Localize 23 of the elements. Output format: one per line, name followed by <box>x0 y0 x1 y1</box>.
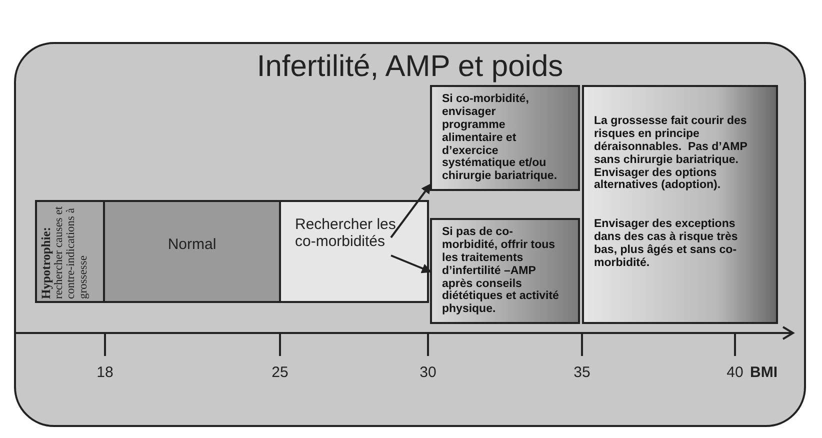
advice-text: La grossesse fait courir des risques en principe déraisonnables. Pas d’AMP sans chirurgie bariatrique. Envisager des options alternatives (adoption). <box>594 115 748 192</box>
heading-text: Hypotrophie: <box>40 226 54 299</box>
advice-box <box>430 85 580 191</box>
tick-label: 40 <box>726 364 744 381</box>
advice-box <box>430 218 580 324</box>
tick-label: 18 <box>96 364 114 381</box>
body-text: rechercher causes et contre-indications à grossesse <box>53 205 90 299</box>
advice-text: Si co-morbidité, envisager programme alimentaire et d’exercice systématique et/ou chirurgie bariatrique. <box>442 93 558 184</box>
axis-title: BMI <box>750 364 778 381</box>
condition-box <box>35 200 105 303</box>
range-box <box>103 200 281 303</box>
advice-text: Envisager des exceptions dans des cas à risque très bas, plus âgés et sans co-morbidité. <box>594 218 739 270</box>
arrow <box>390 254 432 274</box>
range-label: Rechercher les co-morbidités <box>295 217 397 250</box>
tick-label: 25 <box>270 364 290 381</box>
arrow <box>390 183 432 238</box>
tick-label: 30 <box>418 364 438 381</box>
tick-label: 35 <box>572 364 592 381</box>
advice-box <box>582 85 778 324</box>
diagram-title: Infertilité, AMP et poids <box>256 50 564 83</box>
range-box <box>279 200 429 303</box>
advice-text: Si pas de co-morbidité, offrir tous les traitements d’infertilité –AMP après conseils diététiques et activité physique. <box>442 226 560 316</box>
range-label: Normal <box>168 237 216 254</box>
